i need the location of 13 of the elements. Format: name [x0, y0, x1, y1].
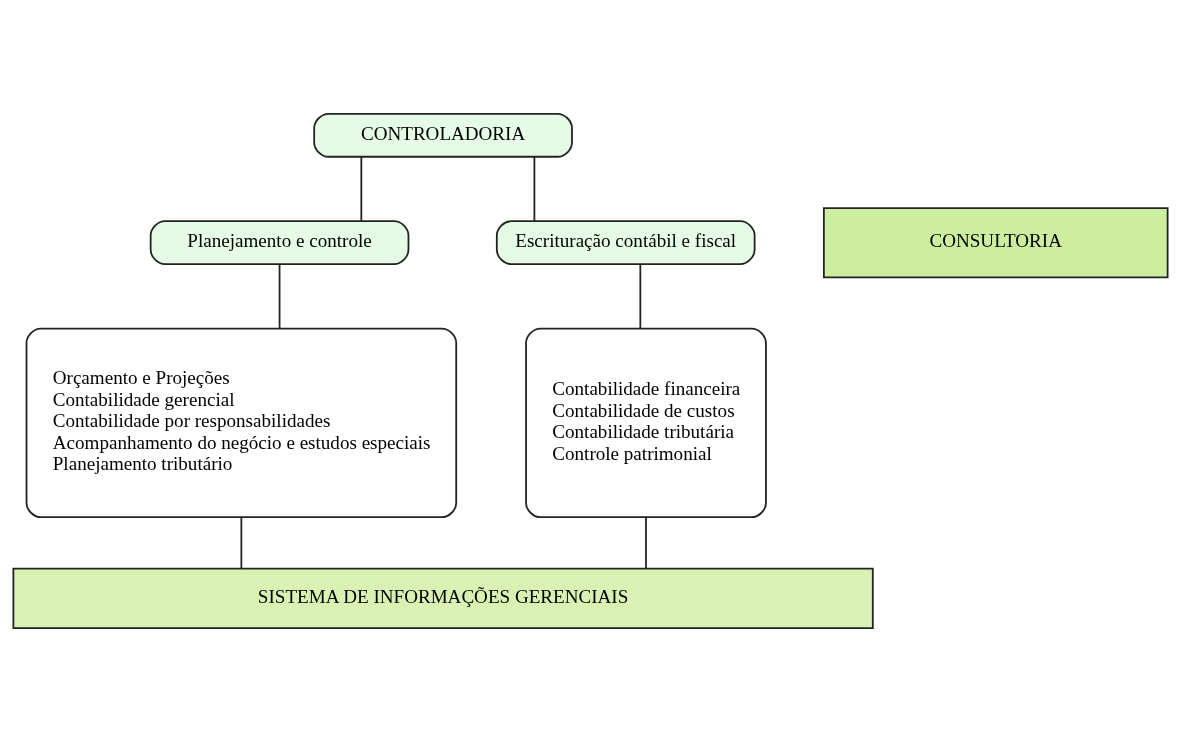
node-box: Escrituração contábil e fiscal: [495, 220, 756, 266]
node-box: Orçamento e Projeções Contabilidade gerencial Contabilidade por responsabilidades Acompanhamento do negócio e estudos especiais Planejamento tributário: [25, 327, 458, 519]
node-box: CONSULTORIA: [822, 207, 1169, 279]
node-box: Contabilidade financeira Contabilidade de custos Contabilidade tributária Controle patrimonial: [525, 327, 767, 519]
node-box: SISTEMA DE INFORMAÇÕES GERENCIAIS: [12, 567, 874, 630]
connector: [533, 156, 536, 222]
connector: [639, 263, 642, 330]
node-box: Planejamento e controle: [149, 220, 410, 266]
connector: [645, 516, 647, 570]
connector: [360, 156, 363, 222]
node-box: CONTROLADORIA: [313, 112, 573, 158]
connector: [240, 516, 243, 570]
connector: [278, 263, 281, 330]
